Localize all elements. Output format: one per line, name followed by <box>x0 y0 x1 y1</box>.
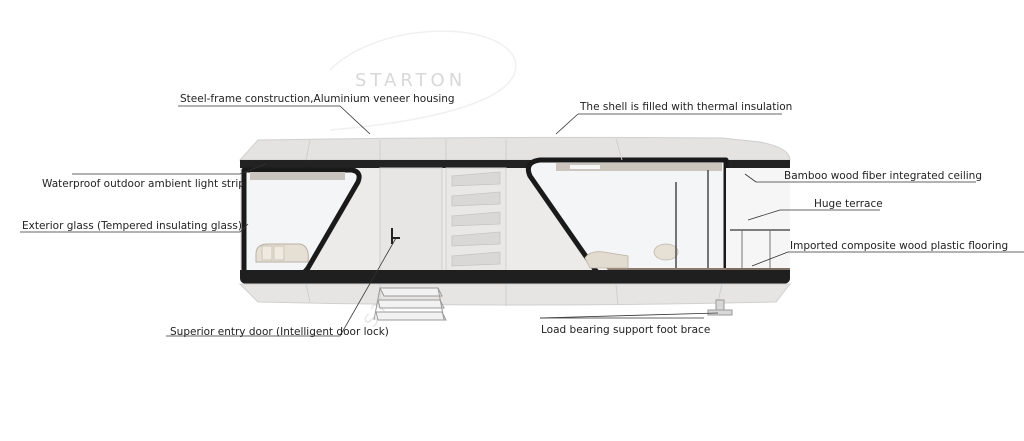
terrace <box>726 168 790 276</box>
label-steel-frame: Steel-frame construction,Aluminium venee… <box>180 93 455 105</box>
label-ambient-light-strip: Waterproof outdoor ambient light strip <box>42 178 245 190</box>
underside <box>238 283 792 306</box>
door-panel <box>379 167 443 277</box>
watermark-text: STARTON <box>355 70 467 91</box>
label-composite-flooring: Imported composite wood plastic flooring <box>790 240 1009 252</box>
support-foot <box>707 299 733 316</box>
leader-lines <box>20 105 1024 337</box>
label-thermal-insulation: The shell is filled with thermal insulat… <box>580 101 793 113</box>
roof-slab <box>238 136 791 161</box>
label-bamboo-ceiling: Bamboo wood fiber integrated ceiling <box>784 170 982 182</box>
label-entry-door: Superior entry door (Intelligent door lo… <box>170 326 389 338</box>
entry-steps <box>373 287 447 321</box>
label-huge-terrace: Huge terrace <box>814 198 883 210</box>
label-exterior-glass: Exterior glass (Tempered insulating glas… <box>22 220 242 232</box>
louvre-vents <box>451 171 501 267</box>
label-foot-brace: Load bearing support foot brace <box>541 324 711 336</box>
